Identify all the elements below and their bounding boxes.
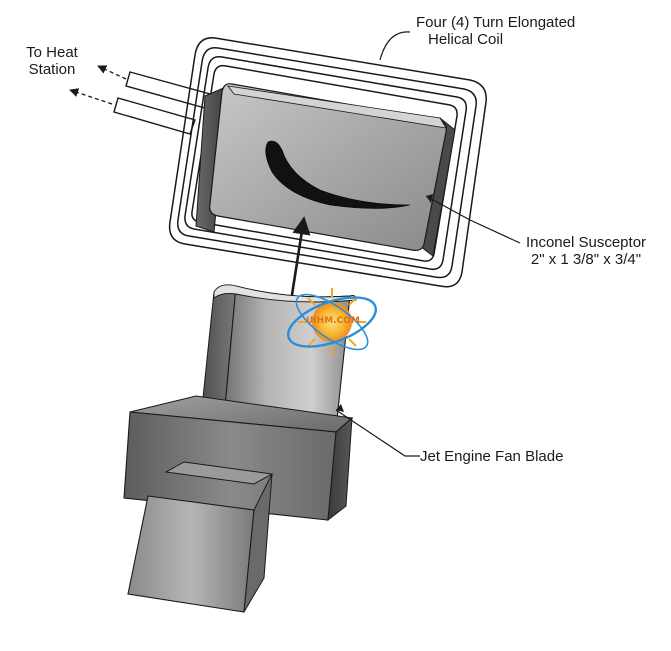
leader-lines xyxy=(335,31,521,457)
blade-slot xyxy=(265,140,411,209)
orbit-ring-icon xyxy=(295,293,369,351)
susceptor-label-line2: 2" x 1 3/8" x 3/4" xyxy=(530,251,642,268)
susceptor-label-line1: Inconel Susceptor xyxy=(525,234,647,251)
coil-label-line2: Helical Coil xyxy=(428,31,504,48)
uihm-watermark-logo xyxy=(287,288,377,356)
helical-coil xyxy=(168,37,487,288)
susceptor-leader xyxy=(425,195,521,244)
inconel-susceptor xyxy=(195,83,456,257)
heat-station-label-line2: Station xyxy=(28,61,76,78)
heat-station-arrows xyxy=(69,65,127,105)
coil-label: Four (4) Turn Elongated Helical Coil xyxy=(416,14,575,48)
susceptor-leader-tip xyxy=(426,194,433,203)
blade-platform xyxy=(123,395,354,522)
susceptor-label: Inconel Susceptor 2" x 1 3/8" x 3/4" xyxy=(512,234,660,268)
blade-root xyxy=(127,461,274,613)
heat-station-label: To Heat Station xyxy=(12,44,92,78)
sun-icon xyxy=(312,302,352,342)
coil-leader xyxy=(379,31,411,61)
orbit-ring-icon xyxy=(287,296,377,348)
heat-station-label-line1: To Heat xyxy=(26,44,78,61)
fan-blade-label: Jet Engine Fan Blade xyxy=(420,448,564,465)
watermark-text: UIHM.COM xyxy=(306,316,360,326)
coil-label-line1: Four (4) Turn Elongated xyxy=(416,14,576,31)
blade-leader xyxy=(335,409,420,457)
blade-leader-tip xyxy=(336,404,344,412)
